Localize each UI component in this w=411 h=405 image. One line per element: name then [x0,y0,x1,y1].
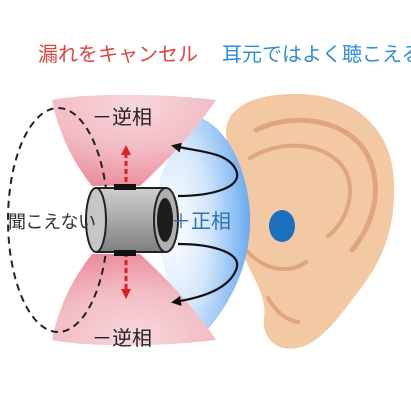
ear-icon [226,93,395,349]
anti-phase-label-bottom: －逆相 [92,326,152,350]
cancel-leak-title: 漏れをキャンセル [38,42,198,66]
anti-phase-wave-top [52,94,216,186]
ear-hears-well-title: 耳元ではよく聴こえる [222,42,411,66]
positive-phase-wave [160,116,251,342]
sound-arrow-top [171,142,239,198]
eardrum-dot [269,210,295,242]
positive-phase-label: ＋正相 [171,209,231,233]
anti-phase-label-top: －逆相 [92,105,152,129]
sound-arrow-bottom [171,242,239,306]
anti-phase-wave-bottom [52,254,216,346]
cannot-hear-label: 聞こえない [8,212,96,233]
speaker-icon [85,184,179,256]
